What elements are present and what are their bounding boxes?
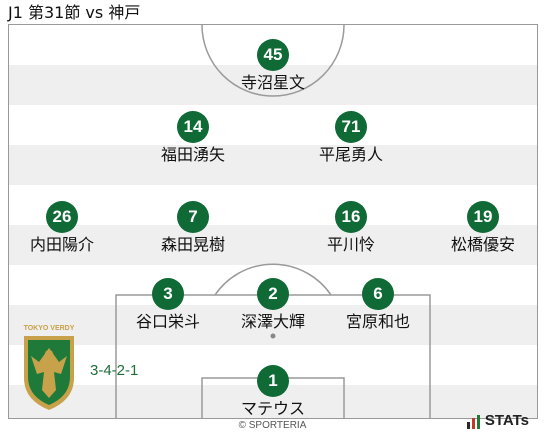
player-number-badge: 19	[467, 201, 499, 233]
player-number-badge: 1	[257, 365, 289, 397]
player-number-badge: 45	[257, 39, 289, 71]
stats-bars-icon	[466, 415, 480, 429]
player-card: 71 平尾勇人	[296, 111, 406, 166]
player-card: 3 谷口栄斗	[113, 278, 223, 333]
player-card: 7 森田晃樹	[138, 201, 248, 256]
player-name: 寺沼星文	[240, 73, 305, 92]
player-name: 内田陽介	[29, 235, 94, 254]
player-number-badge: 16	[335, 201, 367, 233]
player-card: 45 寺沼星文	[218, 39, 328, 94]
player-card: 6 宮原和也	[323, 278, 433, 333]
player-number-badge: 3	[152, 278, 184, 310]
player-card: 14 福田湧矢	[138, 111, 248, 166]
copyright-text: © SPORTERIA	[238, 420, 307, 431]
player-name: 平川怜	[326, 235, 375, 254]
player-name: 谷口栄斗	[135, 312, 200, 331]
stats-provider-logo: STATs	[466, 412, 529, 429]
player-number-badge: 6	[362, 278, 394, 310]
player-card: 26 内田陽介	[9, 201, 117, 256]
player-name: 森田晃樹	[160, 235, 225, 254]
player-name: マテウス	[240, 399, 305, 418]
player-number-badge: 14	[177, 111, 209, 143]
stats-provider-label: STATs	[484, 412, 529, 429]
player-card: 16 平川怜	[296, 201, 406, 256]
player-number-badge: 2	[257, 278, 289, 310]
player-card: 2 深澤大輝	[218, 278, 328, 333]
pitch: 45 寺沼星文 14 福田湧矢 71 平尾勇人 26 内田陽介 7 森田晃樹 1…	[8, 24, 538, 419]
page-title: J1 第31節 vs 神戸	[8, 3, 141, 22]
player-number-badge: 26	[46, 201, 78, 233]
player-card: 19 松橋優安	[428, 201, 537, 256]
player-name: 平尾勇人	[318, 145, 383, 164]
player-name: 深澤大輝	[240, 312, 305, 331]
player-card: 1 マテウス	[218, 365, 328, 418]
verdy-crest-icon: TOKYO VERDY	[18, 320, 80, 412]
player-number-badge: 7	[177, 201, 209, 233]
player-number-badge: 71	[335, 111, 367, 143]
player-name: 松橋優安	[450, 235, 515, 254]
player-name: 宮原和也	[345, 312, 410, 331]
player-name: 福田湧矢	[160, 145, 225, 164]
formation-label: 3-4-2-1	[90, 362, 139, 379]
team-logo-wordmark: TOKYO VERDY	[24, 325, 75, 332]
